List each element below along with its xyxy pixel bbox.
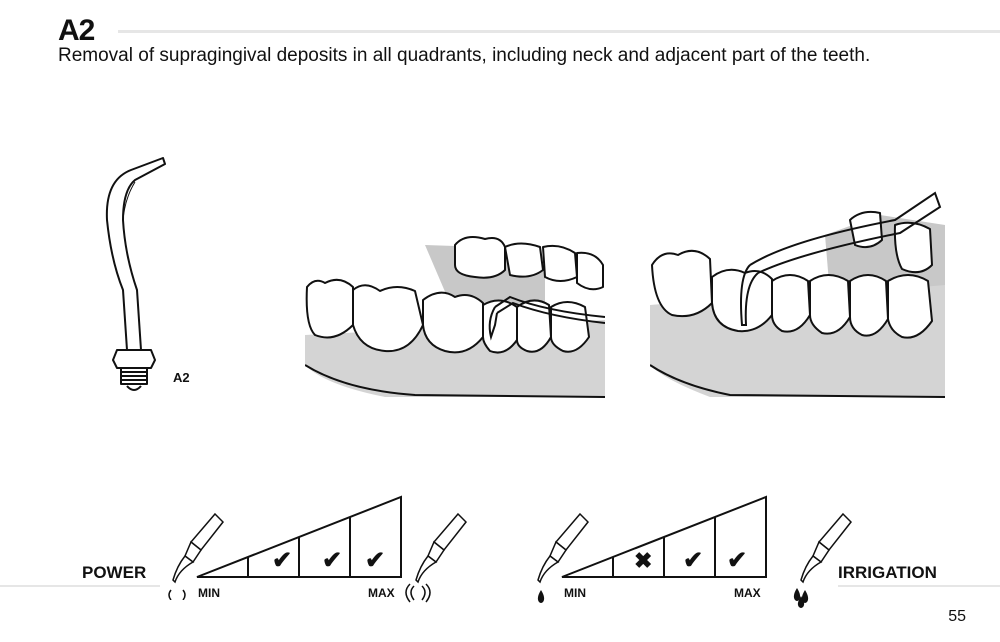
power-scale [196, 495, 402, 578]
section-title: A2 [58, 14, 95, 47]
tip-label: A2 [173, 370, 190, 385]
irrigation-level-1: ✖ [634, 548, 653, 573]
lower-teeth-illustration [305, 236, 605, 398]
irrigation-level-2: ✔ [683, 547, 704, 574]
footer-divider-right [838, 585, 1000, 587]
footer-divider-left [0, 585, 160, 587]
section-description: Removal of supragingival deposits in all… [58, 45, 871, 66]
power-level-3: ✔ [365, 547, 386, 574]
power-max-handpiece-icon [405, 512, 468, 603]
upper-teeth-illustration [650, 191, 945, 398]
irrigation-level-3: ✔ [727, 547, 748, 574]
power-level-1: ✔ [272, 547, 293, 574]
title-divider [118, 30, 1000, 33]
page-number: 55 [948, 608, 966, 625]
irrigation-label: IRRIGATION [838, 563, 937, 582]
irrigation-min-handpiece-icon [537, 512, 590, 603]
irrigation-min-label: MIN [564, 586, 586, 600]
irrigation-max-label: MAX [734, 586, 761, 600]
power-min-handpiece-icon [168, 512, 225, 600]
power-max-label: MAX [368, 586, 395, 600]
irrigation-scale [561, 495, 767, 578]
tip-a2-illustration [105, 157, 166, 391]
irrigation-max-handpiece-icon [793, 512, 853, 608]
power-level-2: ✔ [322, 547, 343, 574]
power-min-label: MIN [198, 586, 220, 600]
power-label: POWER [82, 563, 147, 582]
